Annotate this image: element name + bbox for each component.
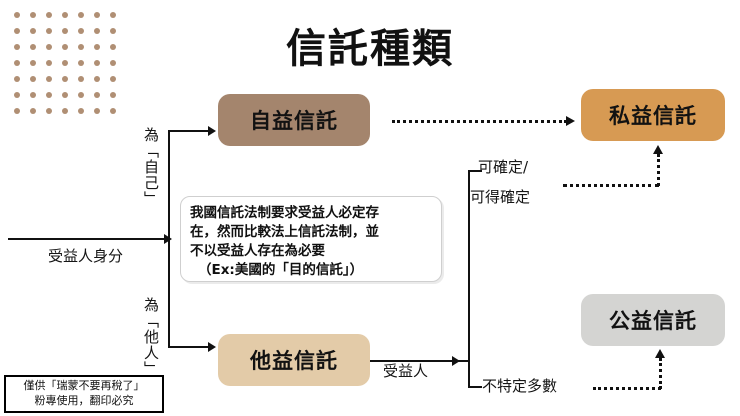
- node-self-benefit-trust[interactable]: 自益信託: [218, 94, 370, 146]
- connector-beneficiary-arrowhead: [452, 356, 460, 366]
- decorative-dot: [94, 92, 100, 98]
- dot-grid-decoration: [14, 12, 118, 114]
- decorative-dot: [94, 12, 100, 18]
- connector-beneficiary-line: [370, 360, 470, 362]
- watermark-box: 僅供「瑞蒙不要再稅了」 粉專使用，翻印必究: [4, 375, 164, 413]
- decorative-dot: [14, 28, 20, 34]
- node-public-benefit-trust-label: 公益信託: [609, 309, 697, 333]
- decorative-dot: [30, 12, 36, 18]
- decorative-dot: [62, 44, 68, 50]
- decorative-dot: [14, 12, 20, 18]
- connector-determinable-stub: [468, 170, 482, 172]
- connector-other-branch-arrowhead: [208, 342, 216, 352]
- decorative-dot: [94, 76, 100, 82]
- dotted-self-to-private-line: [392, 120, 567, 123]
- decorative-dot: [78, 12, 84, 18]
- decorative-dot: [62, 28, 68, 34]
- decorative-dot: [30, 28, 36, 34]
- connector-self-branch-line: [168, 130, 210, 132]
- decorative-dot: [78, 60, 84, 66]
- decorative-dot: [30, 60, 36, 66]
- decorative-dot: [46, 92, 52, 98]
- decorative-dot: [46, 108, 52, 114]
- label-beneficiary-identity: 受益人身分: [48, 247, 124, 265]
- dotted-determinable-arrowhead: [653, 145, 663, 154]
- decorative-dot: [62, 108, 68, 114]
- node-other-benefit-trust-label: 他益信託: [250, 349, 338, 373]
- connector-input-line: [8, 238, 166, 240]
- label-beneficiary: 受益人: [383, 362, 429, 380]
- decorative-dot: [110, 76, 116, 82]
- dotted-indefinite-vertical: [659, 358, 662, 389]
- connector-indefinite-stub: [468, 386, 482, 388]
- decorative-dot: [78, 76, 84, 82]
- dotted-self-to-private-arrowhead: [566, 116, 575, 126]
- node-self-benefit-trust-label: 自益信託: [250, 109, 338, 133]
- node-other-benefit-trust[interactable]: 他益信託: [218, 334, 370, 386]
- connector-split-vertical: [168, 130, 170, 348]
- decorative-dot: [94, 108, 100, 114]
- decorative-dot: [62, 92, 68, 98]
- decorative-dot: [46, 12, 52, 18]
- decorative-dot: [110, 60, 116, 66]
- decorative-dot: [78, 92, 84, 98]
- decorative-dot: [110, 28, 116, 34]
- decorative-dot: [14, 60, 20, 66]
- note-line-3: 不以受益人存在為必要: [190, 243, 325, 260]
- decorative-dot: [94, 60, 100, 66]
- decorative-dot: [110, 12, 116, 18]
- decorative-dot: [30, 108, 36, 114]
- connector-other-branch-line: [168, 346, 210, 348]
- decorative-dot: [30, 92, 36, 98]
- note-line-2: 在，然而比較法上信託法制，並: [190, 224, 379, 241]
- note-line-1: 我國信託法制要求受益人必定存: [190, 205, 379, 221]
- explanatory-note-box: 我國信託法制要求受益人必定存 在，然而比較法上信託法制，並 不以受益人存在為必要…: [180, 196, 442, 282]
- decorative-dot: [14, 44, 20, 50]
- decorative-dot: [46, 76, 52, 82]
- label-for-self: 為「自己」: [142, 127, 160, 207]
- node-public-benefit-trust[interactable]: 公益信託: [581, 294, 725, 346]
- label-for-others: 為「他人」: [142, 297, 160, 377]
- node-private-benefit-trust[interactable]: 私益信託: [581, 89, 725, 141]
- decorative-dot: [14, 76, 20, 82]
- decorative-dot: [78, 44, 84, 50]
- decorative-dot: [30, 44, 36, 50]
- decorative-dot: [94, 44, 100, 50]
- label-indefinite-many: 不特定多數: [482, 377, 558, 395]
- dotted-determinable-line: [563, 184, 659, 187]
- node-private-benefit-trust-label: 私益信託: [609, 104, 697, 128]
- watermark-line-2: 粉專使用，翻印必究: [34, 394, 134, 407]
- decorative-dot: [14, 108, 20, 114]
- decorative-dot: [110, 44, 116, 50]
- label-determinable-line1: 可確定/: [478, 158, 529, 176]
- decorative-dot: [62, 12, 68, 18]
- decorative-dot: [62, 76, 68, 82]
- note-line-4: （Ex:美國的「目的信託」）: [198, 262, 364, 279]
- page-title: 信託種類: [286, 26, 454, 72]
- watermark-line-1: 僅供「瑞蒙不要再稅了」: [23, 379, 145, 393]
- decorative-dot: [78, 28, 84, 34]
- decorative-dot: [110, 92, 116, 98]
- decorative-dot: [46, 60, 52, 66]
- decorative-dot: [110, 108, 116, 114]
- decorative-dot: [78, 108, 84, 114]
- decorative-dot: [62, 60, 68, 66]
- decorative-dot: [46, 44, 52, 50]
- dotted-determinable-vertical: [657, 154, 660, 186]
- dotted-indefinite-arrowhead: [655, 349, 665, 358]
- decorative-dot: [94, 28, 100, 34]
- decorative-dot: [46, 28, 52, 34]
- connector-self-branch-arrowhead: [208, 126, 216, 136]
- decorative-dot: [14, 92, 20, 98]
- label-determinable-line2: 可得確定: [470, 188, 531, 206]
- connector-beneficiary-vertical: [468, 170, 470, 388]
- decorative-dot: [30, 76, 36, 82]
- dotted-indefinite-line: [593, 387, 661, 390]
